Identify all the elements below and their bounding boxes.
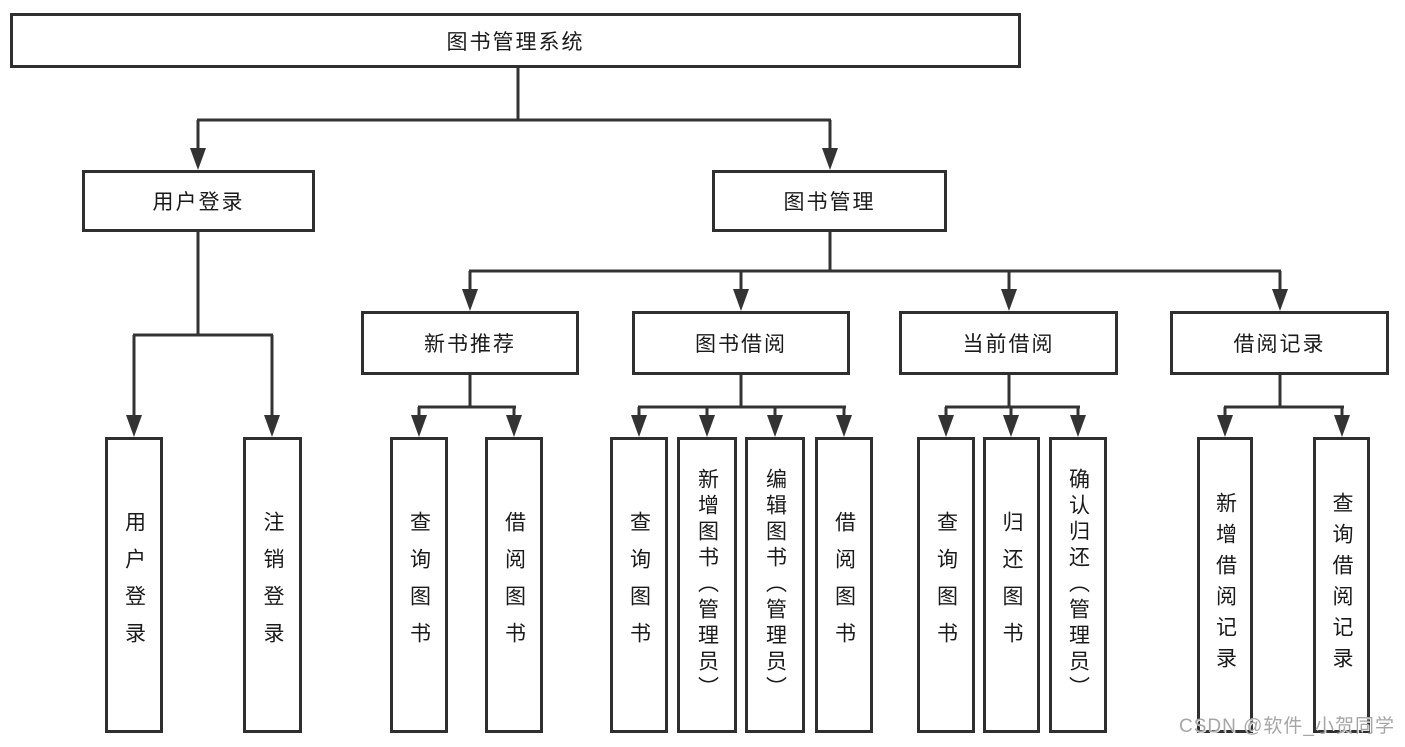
leaf-borrow-books: 借阅图书 (815, 437, 873, 733)
node-user-login: 用户登录 (82, 170, 315, 232)
node-label: 当前借阅 (962, 333, 1055, 356)
leaf-edit-books-admin: 编辑图书（管理员） (745, 437, 805, 733)
node-label: 借阅记录 (1233, 333, 1326, 356)
leaf-label: 归还图书 (1000, 511, 1023, 659)
leaf-query-books-recommend: 查询图书 (390, 437, 448, 733)
node-current-borrow: 当前借阅 (899, 311, 1118, 375)
leaf-add-borrow-record: 新增借阅记录 (1197, 437, 1253, 733)
leaf-query-books-current: 查询图书 (917, 437, 975, 733)
node-label: 新书推荐 (424, 333, 516, 356)
leaf-label: 查询借阅记录 (1330, 492, 1353, 678)
leaf-label: 借阅图书 (832, 511, 856, 659)
leaf-label: 查询图书 (934, 511, 958, 659)
node-new-book-recommend: 新书推荐 (361, 311, 579, 375)
leaf-return-books: 归还图书 (983, 437, 1040, 733)
node-label: 图书管理系统 (446, 30, 585, 54)
node-label: 图书借阅 (695, 333, 787, 356)
leaf-add-books-admin: 新增图书（管理员） (677, 437, 737, 733)
node-library-management-system: 图书管理系统 (10, 13, 1021, 68)
node-book-borrow: 图书借阅 (632, 311, 850, 375)
leaf-borrow-books-recommend: 借阅图书 (485, 437, 543, 733)
leaf-user-login: 用户登录 (105, 437, 163, 733)
leaf-label: 用户登录 (122, 511, 146, 659)
leaf-label: 借阅图书 (502, 511, 526, 659)
leaf-query-borrow-record: 查询借阅记录 (1313, 437, 1370, 733)
leaf-confirm-return-admin: 确认归还（管理员） (1049, 437, 1107, 733)
leaf-query-books-borrow: 查询图书 (610, 437, 668, 733)
leaf-logout: 注销登录 (243, 437, 302, 733)
node-book-management: 图书管理 (712, 170, 947, 232)
leaf-label: 注销登录 (261, 511, 284, 659)
node-label: 图书管理 (783, 191, 876, 214)
leaf-label: 编辑图书（管理员） (763, 468, 787, 702)
leaf-label: 查询图书 (627, 511, 651, 659)
leaf-label: 新增借阅记录 (1213, 492, 1237, 678)
leaf-label: 查询图书 (407, 511, 431, 659)
node-label: 用户登录 (152, 191, 245, 214)
leaf-label: 确认归还（管理员） (1066, 468, 1090, 702)
node-borrow-records: 借阅记录 (1170, 311, 1389, 375)
leaf-label: 新增图书（管理员） (695, 468, 719, 702)
